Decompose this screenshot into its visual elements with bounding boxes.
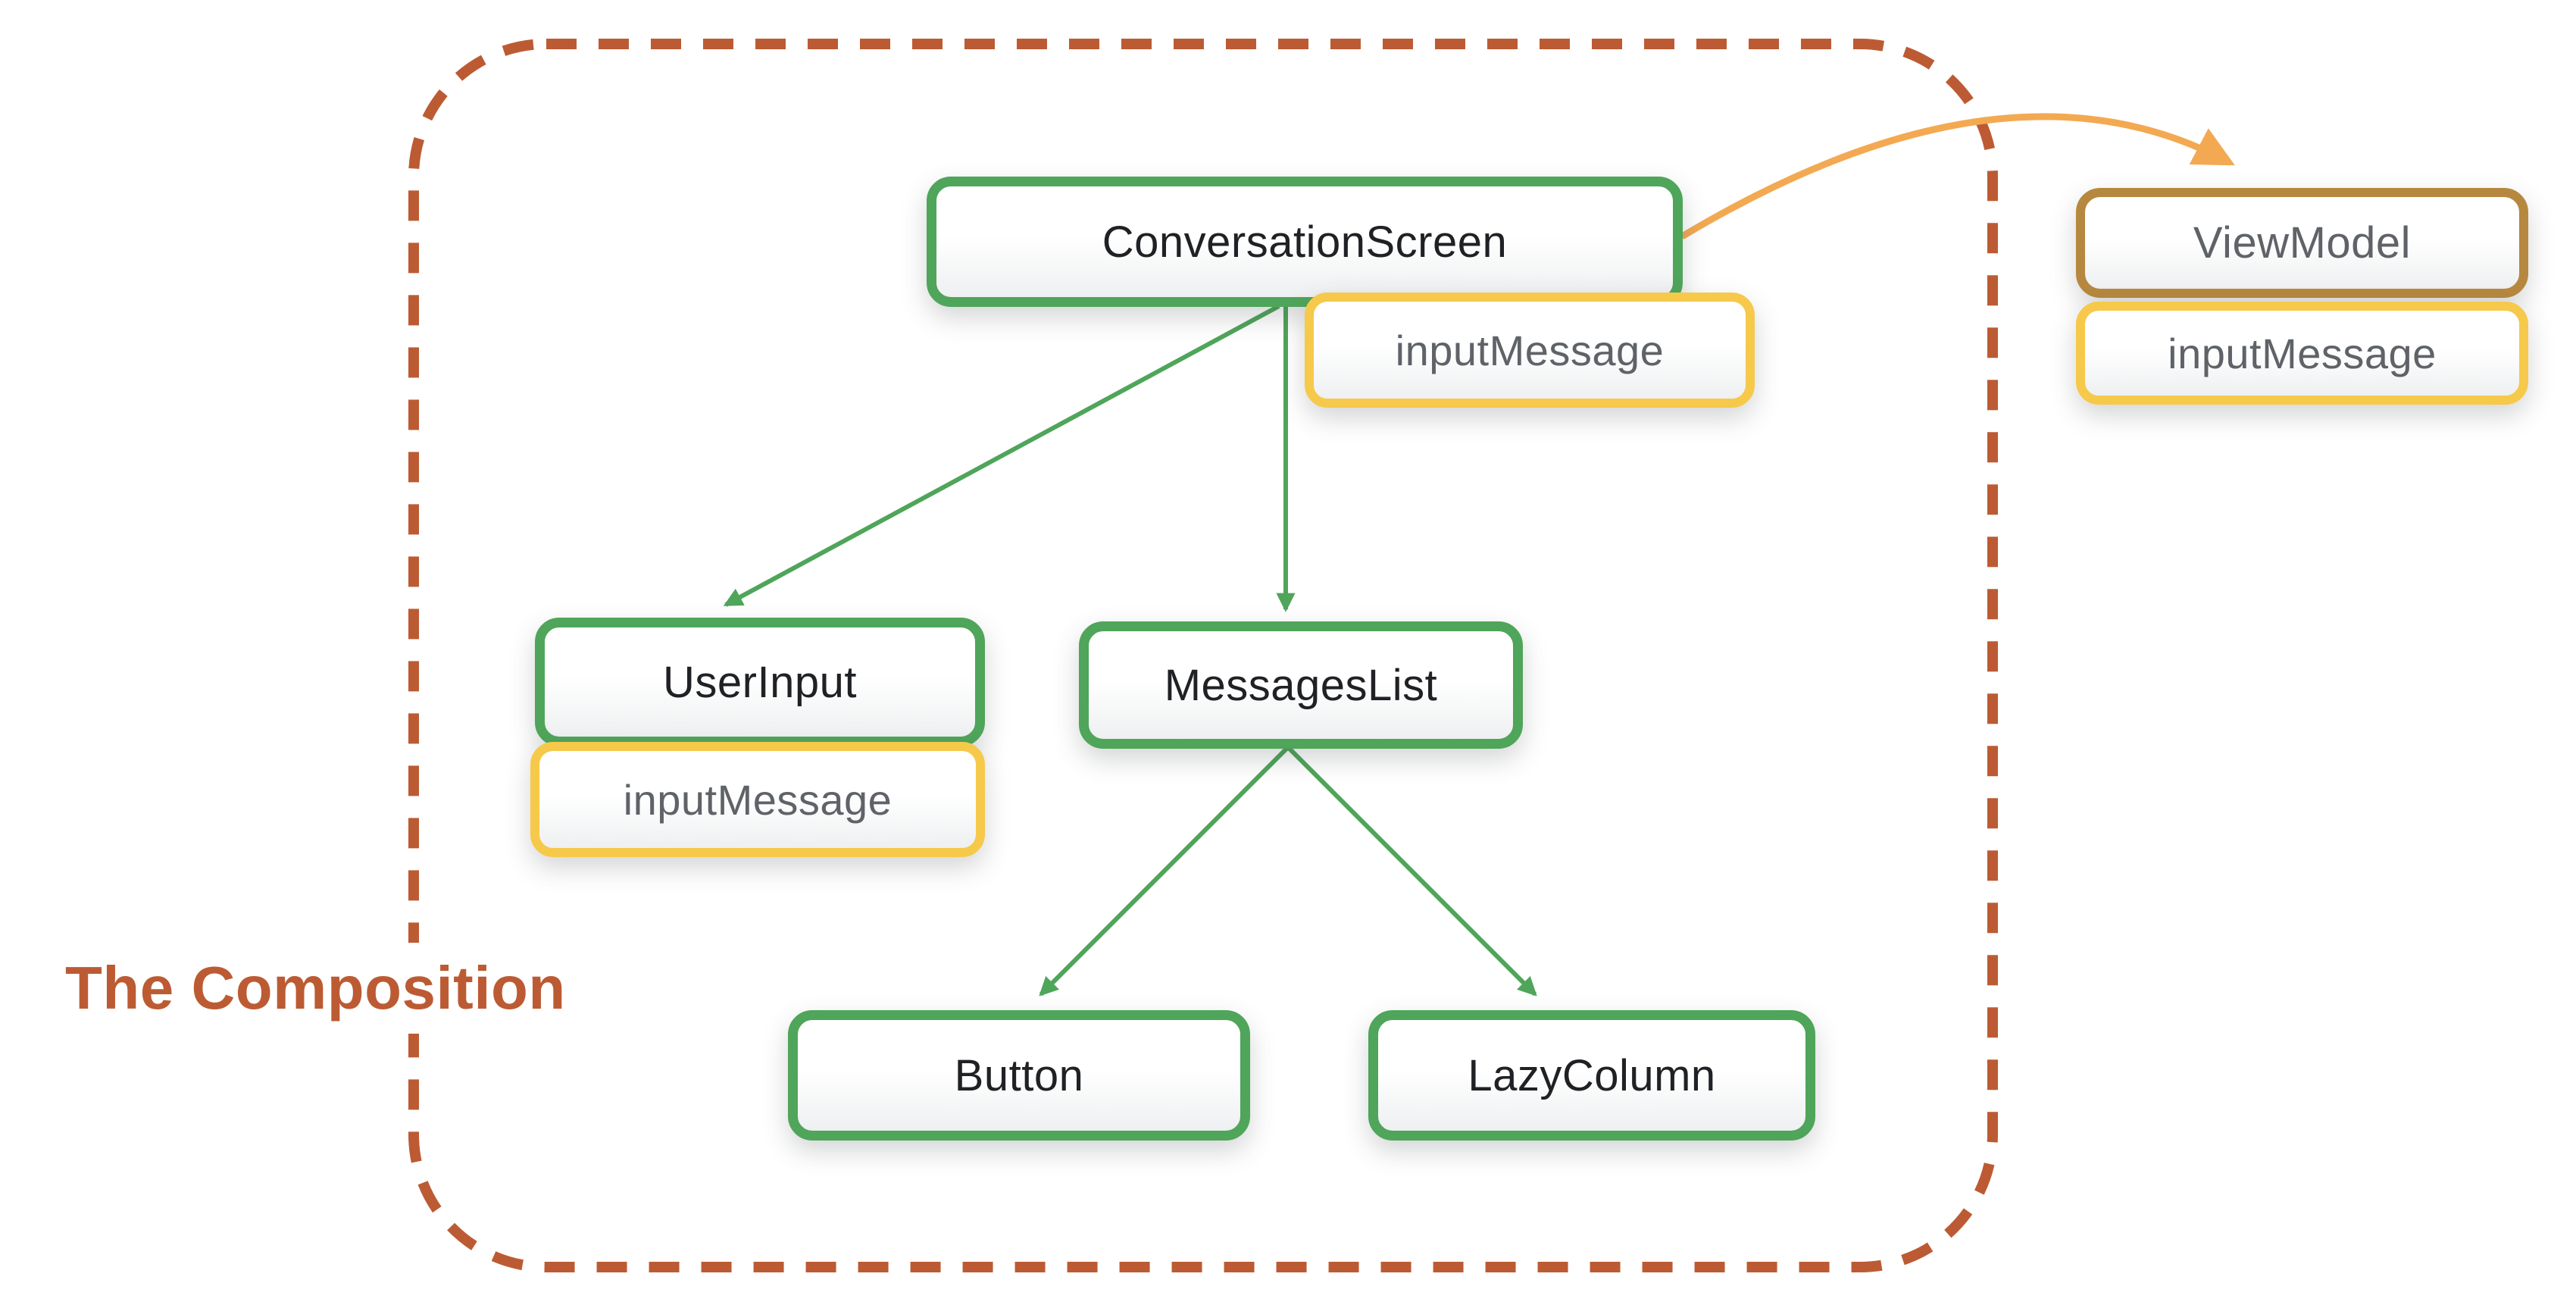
badge-conversationscreen-inputmessage-label: inputMessage <box>1395 326 1665 374</box>
edge-conversationscreen-userinput <box>723 304 1280 607</box>
badge-userinput-inputmessage-label: inputMessage <box>623 775 893 824</box>
node-userinput: UserInput <box>535 618 985 746</box>
composition-title: The Composition <box>55 943 577 1034</box>
edge-conversationscreen-viewmodel <box>1680 113 2235 239</box>
badge-conversationscreen-inputmessage: inputMessage <box>1305 293 1755 408</box>
node-viewmodel-label: ViewModel <box>2193 218 2412 268</box>
composition-boundary <box>408 39 1998 1272</box>
node-button: Button <box>788 1010 1250 1141</box>
node-messageslist-label: MessagesList <box>1164 660 1438 710</box>
badge-viewmodel-inputmessage-label: inputMessage <box>2168 329 2437 377</box>
node-messageslist: MessagesList <box>1079 621 1523 749</box>
node-conversationscreen-label: ConversationScreen <box>1102 217 1508 267</box>
node-lazycolumn-label: LazyColumn <box>1468 1050 1716 1100</box>
badge-viewmodel-inputmessage: inputMessage <box>2076 302 2528 405</box>
node-conversationscreen: ConversationScreen <box>927 177 1683 307</box>
node-viewmodel: ViewModel <box>2076 188 2528 298</box>
node-button-label: Button <box>954 1050 1084 1100</box>
edge-messageslist-button <box>1039 745 1290 997</box>
node-userinput-label: UserInput <box>663 657 857 707</box>
node-lazycolumn: LazyColumn <box>1368 1010 1815 1141</box>
edge-messageslist-lazycolumn <box>1286 745 1537 997</box>
badge-userinput-inputmessage: inputMessage <box>530 742 985 857</box>
